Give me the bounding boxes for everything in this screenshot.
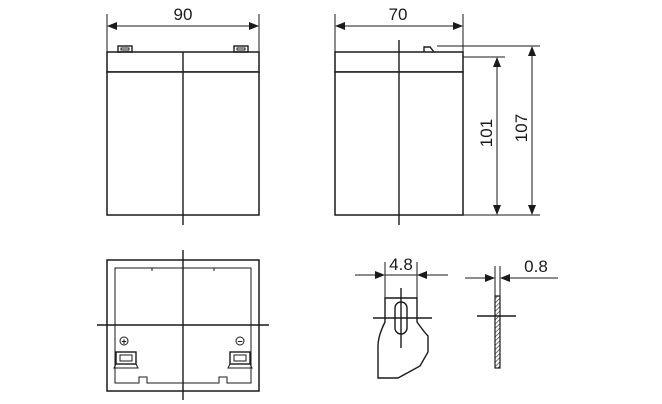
negative-terminal-base (227, 363, 253, 369)
terminal-side-detail: 0.8 (465, 257, 558, 369)
top-view-inner-outline (114, 267, 252, 384)
front-terminal-right (233, 45, 249, 53)
positive-symbol-circle (119, 336, 129, 346)
terminal-width-label: 4.8 (389, 255, 413, 274)
side-terminal (423, 46, 435, 53)
front-view: 90 (106, 5, 260, 225)
negative-symbol: − (237, 337, 242, 347)
terminal-front-detail: 4.8 (355, 255, 448, 379)
positive-terminal-slot (119, 354, 133, 362)
height-101-label: 101 (477, 119, 496, 147)
top-view: + − (97, 250, 269, 400)
side-width-label: 70 (389, 5, 408, 24)
front-width-label: 90 (174, 5, 193, 24)
terminal-plate-profile (494, 295, 501, 369)
negative-terminal-slot (233, 354, 247, 362)
positive-symbol: + (121, 337, 126, 347)
positive-terminal-base (113, 363, 139, 369)
positive-terminal: + (113, 336, 139, 369)
negative-symbol-circle (235, 336, 245, 346)
negative-terminal-tab (229, 351, 251, 365)
front-terminal-left (117, 45, 133, 53)
side-view: 70 101 107 (334, 5, 540, 225)
height-107-label: 107 (512, 114, 531, 142)
terminal-front-outline (377, 297, 429, 379)
negative-terminal: − (227, 336, 253, 369)
thickness-label: 0.8 (524, 257, 548, 276)
positive-terminal-tab (115, 351, 137, 365)
